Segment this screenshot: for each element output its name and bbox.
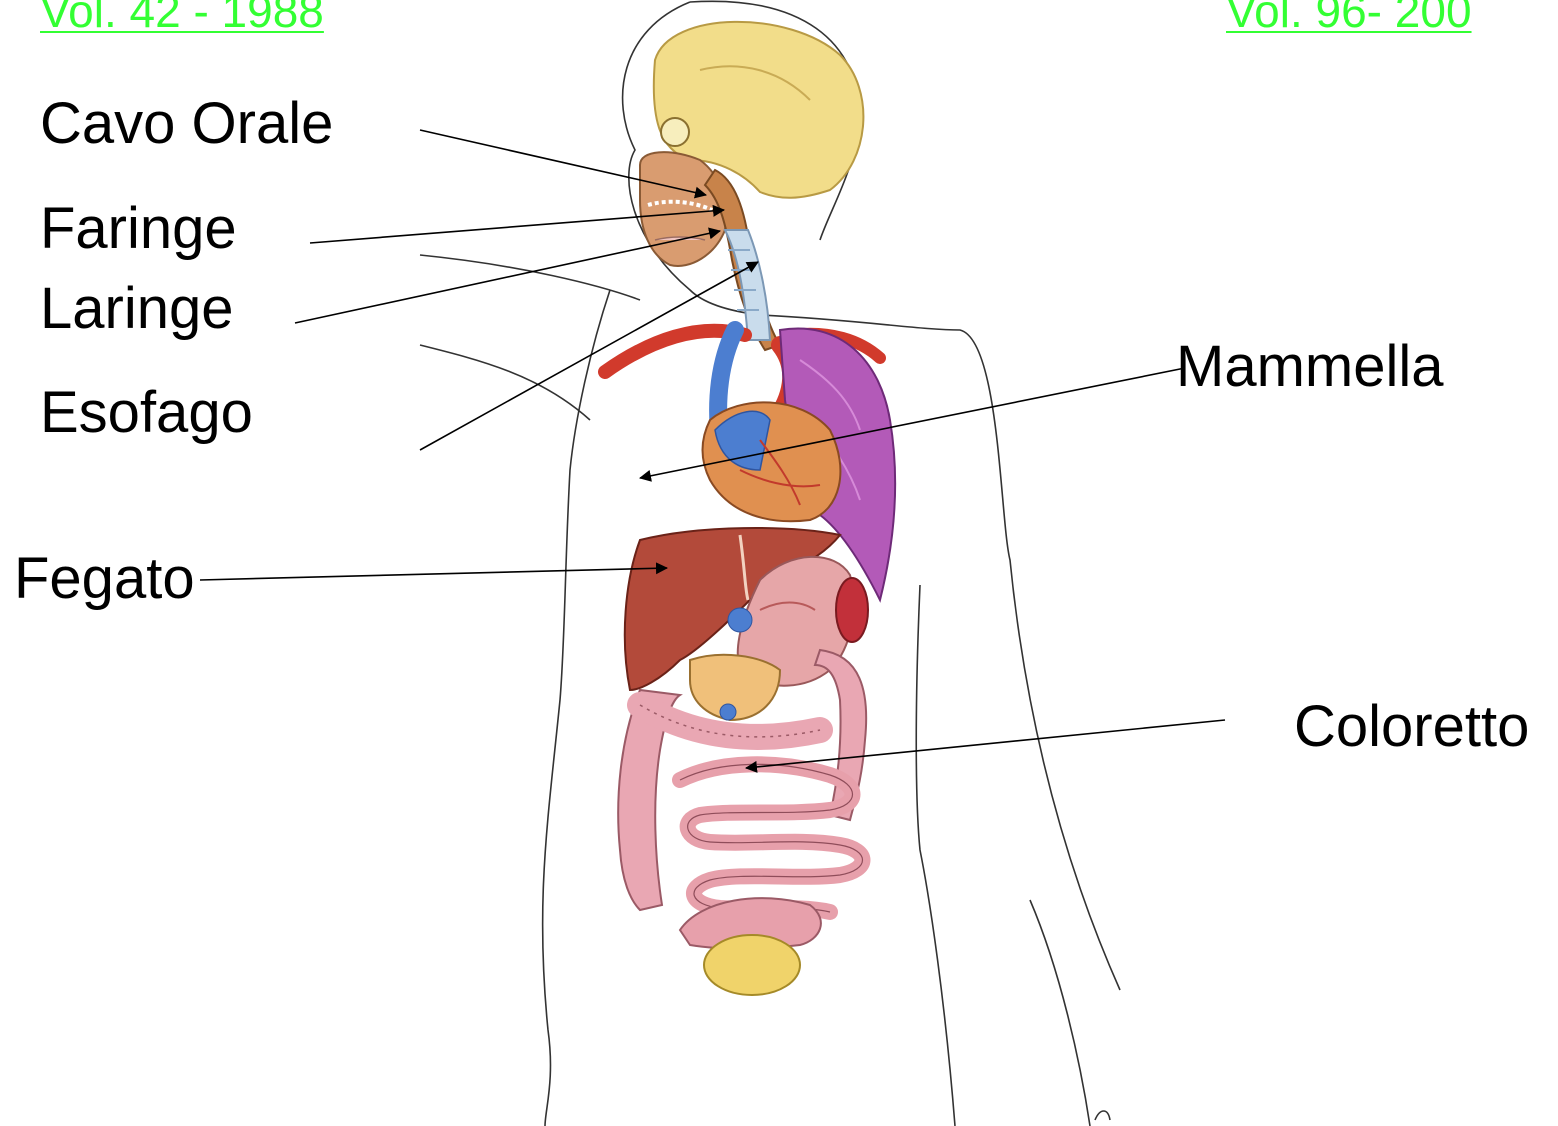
- body-outline-arm-lower: [420, 345, 590, 420]
- body-outline-left-torso: [543, 290, 610, 1126]
- label-cavo-orale: Cavo Orale: [40, 95, 333, 153]
- oral-cavity-icon: [640, 152, 726, 266]
- label-faringe: Faringe: [40, 200, 237, 258]
- body-outline-hand: [1095, 1111, 1110, 1120]
- body-outline-right-leg-gap: [916, 585, 955, 1126]
- header-link-vol-96[interactable]: Vol. 96- 200: [1226, 0, 1472, 34]
- label-laringe: Laringe: [40, 280, 233, 338]
- label-mammella: Mammella: [1176, 338, 1444, 396]
- body-outline-arm-upper: [420, 255, 640, 300]
- label-fegato: Fegato: [14, 550, 195, 608]
- label-coloretto: Coloretto: [1294, 698, 1529, 756]
- leader-line-laringe: [295, 231, 720, 323]
- label-esofago: Esofago: [40, 384, 253, 442]
- header-link-vol-42[interactable]: Vol. 42 - 1988: [40, 0, 324, 34]
- pelvic-organs-icon: [680, 898, 821, 995]
- body-outline-right-hip: [1030, 900, 1090, 1126]
- leader-line-esofago: [420, 262, 758, 450]
- leader-line-fegato: [200, 568, 667, 580]
